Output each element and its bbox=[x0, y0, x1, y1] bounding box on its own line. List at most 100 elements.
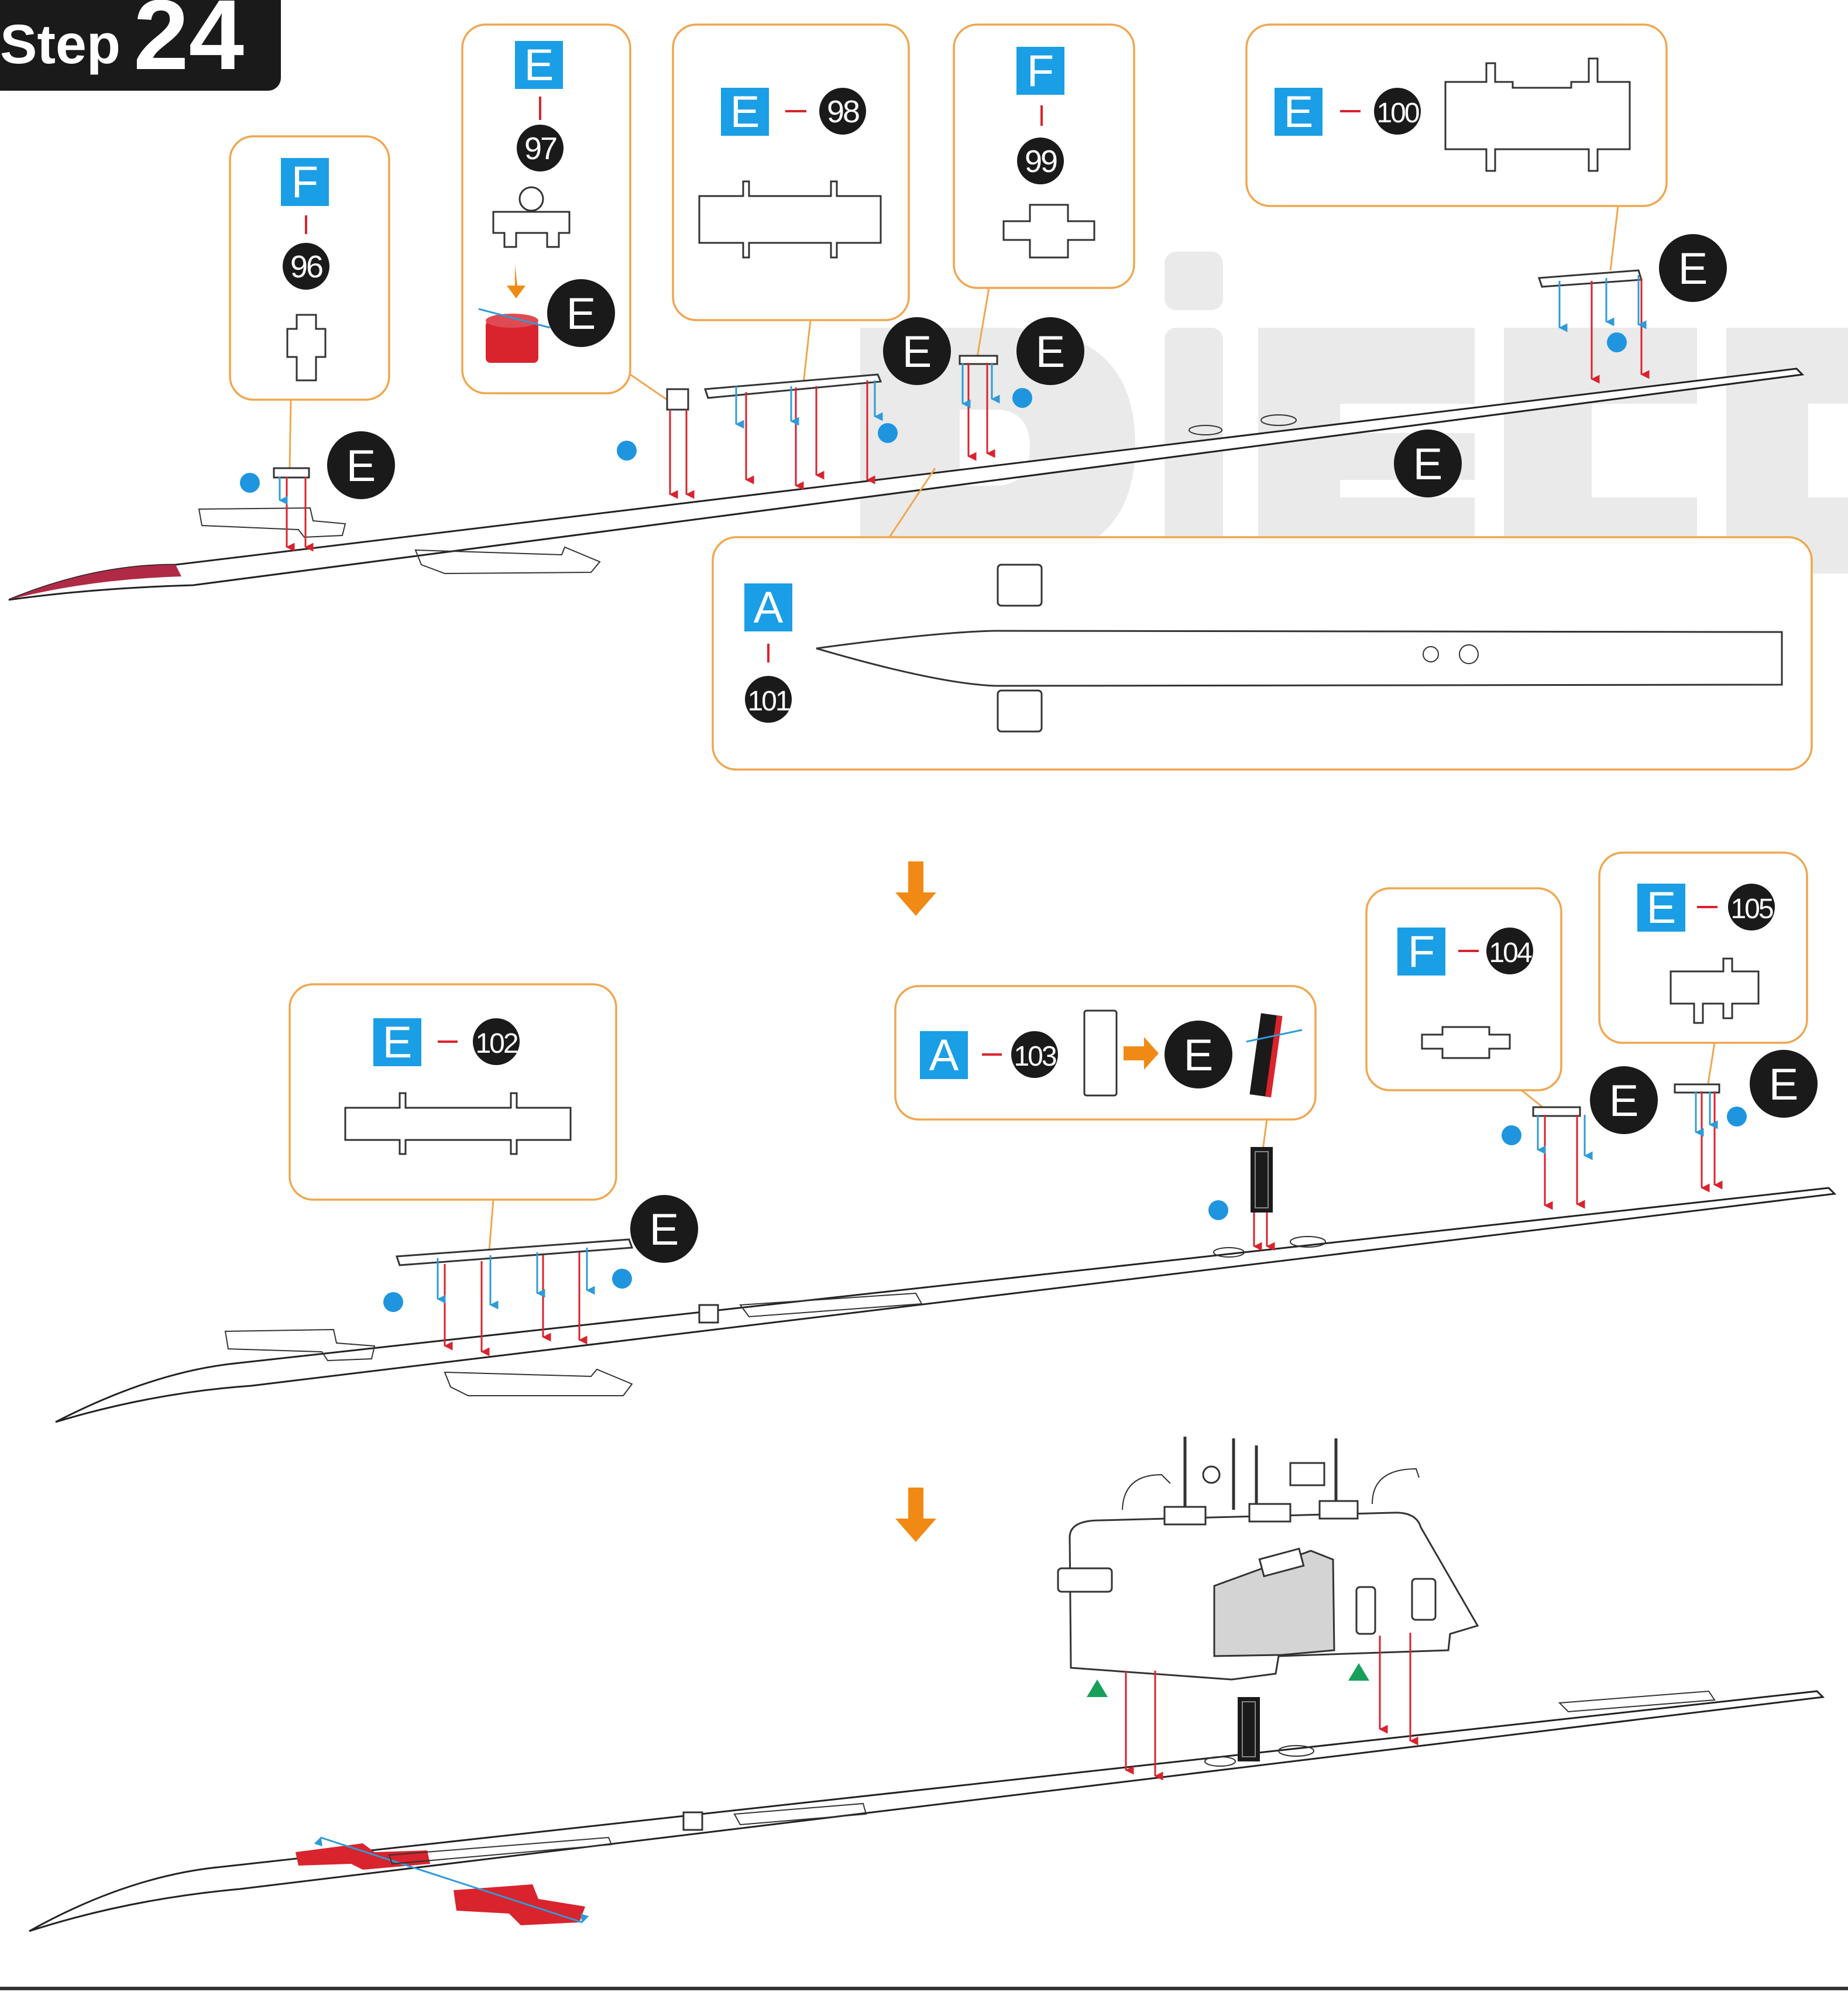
fold-arrow bbox=[1124, 1037, 1159, 1070]
deck-strip-2 bbox=[55, 1187, 1837, 1423]
callout-98-pointer bbox=[802, 320, 812, 384]
part-number-text: 104 bbox=[1489, 937, 1531, 968]
deck-part-103-grill bbox=[1255, 1151, 1269, 1208]
part-hole bbox=[1459, 644, 1479, 664]
callout-100: E 100 bbox=[1245, 23, 1668, 271]
part-number-badge bbox=[517, 125, 564, 171]
deck-post bbox=[682, 1811, 703, 1831]
sheet-e-badge-text: E bbox=[1036, 327, 1066, 377]
deck-outline-b bbox=[414, 546, 601, 575]
radar-dish bbox=[1202, 1465, 1221, 1484]
callout-102: E 102 bbox=[288, 983, 617, 1259]
step-word: Step bbox=[0, 13, 121, 75]
callout-103-pointer bbox=[1262, 1119, 1268, 1150]
rotate-indicator bbox=[478, 308, 551, 329]
callout-99-pointer bbox=[976, 287, 990, 358]
deck-box bbox=[1163, 1506, 1207, 1526]
bridge-recess bbox=[1213, 1550, 1335, 1657]
sheet-e-badge-text: E bbox=[1609, 1076, 1639, 1126]
sheet-e-badges-panel-1: E E E E E E bbox=[327, 234, 1727, 499]
fold-arrow bbox=[507, 265, 525, 298]
deck-outline-b bbox=[444, 1368, 633, 1396]
slide-direction-arrow bbox=[314, 1836, 589, 1924]
next-stage-arrow bbox=[895, 861, 936, 916]
callout-105-pointer bbox=[1706, 1042, 1716, 1088]
part-number-badge bbox=[1728, 884, 1775, 930]
deck-hole-2 bbox=[1260, 414, 1297, 426]
glue-dot bbox=[878, 423, 898, 443]
callout-99: F 99 bbox=[953, 23, 1135, 358]
part-outline bbox=[286, 314, 327, 382]
bridge-window-2 bbox=[1411, 1578, 1437, 1621]
deck-outline-e bbox=[1558, 1690, 1716, 1713]
sheet-e-badge-text: E bbox=[1184, 1031, 1214, 1080]
alignment-triangle bbox=[1348, 1663, 1369, 1681]
superstructure bbox=[1057, 1437, 1479, 1781]
bridge-wing bbox=[1057, 1567, 1113, 1593]
sheet-label-e bbox=[373, 1018, 421, 1066]
sheet-label-text: F bbox=[1408, 927, 1435, 977]
sheet-e-badge bbox=[1165, 1021, 1232, 1088]
sheet-e-badge bbox=[1750, 1050, 1818, 1118]
sheet-e-badge bbox=[883, 317, 951, 385]
deck-outline-a bbox=[224, 1328, 376, 1362]
sheet-e-badge bbox=[327, 431, 395, 499]
deck-outline-c bbox=[733, 1802, 867, 1826]
sheet-e-badge-text: E bbox=[566, 289, 596, 339]
part-number-text: 97 bbox=[524, 131, 557, 166]
deck-part-97 bbox=[666, 388, 689, 411]
part-outline bbox=[1421, 1026, 1511, 1059]
sheet-label-f bbox=[1016, 47, 1064, 95]
deck-part-103-grill bbox=[1242, 1701, 1256, 1757]
sheet-label-a bbox=[744, 583, 792, 631]
part-outline bbox=[698, 180, 882, 259]
callout-101-pointer bbox=[888, 468, 936, 538]
deck-part-99 bbox=[959, 355, 998, 365]
glue-dot bbox=[612, 1269, 632, 1289]
deck-parts-panel-1 bbox=[240, 269, 1650, 552]
sheet-label-e bbox=[721, 88, 769, 136]
sheet-e-badge-text: E bbox=[1769, 1060, 1799, 1110]
deck-highlight-aft bbox=[454, 1884, 585, 1925]
callout-97-pointer bbox=[630, 373, 674, 405]
callout-98: E 98 bbox=[672, 23, 910, 384]
callout-98-box bbox=[672, 23, 910, 321]
sheet-e-badges-panel-2: E E E E bbox=[630, 1021, 1818, 1263]
deck-outline-a bbox=[198, 507, 346, 538]
callout-104: F 104 bbox=[1365, 887, 1562, 1110]
part-hole bbox=[1423, 646, 1439, 662]
sheet-e-badge-text: E bbox=[1413, 439, 1443, 489]
deck-bow-highlight bbox=[9, 565, 181, 600]
deck-outline-c bbox=[739, 1292, 923, 1318]
part-number-badge bbox=[1374, 88, 1421, 135]
deck-post bbox=[698, 1304, 719, 1324]
callout-101: A 101 bbox=[712, 468, 1813, 771]
sheet-e-badge-text: E bbox=[1678, 244, 1708, 294]
deck-outline-d bbox=[388, 1836, 613, 1865]
part-number-text: 96 bbox=[290, 249, 322, 284]
deck-hole-1 bbox=[1213, 1247, 1245, 1258]
glue-dot bbox=[240, 473, 260, 493]
glue-dot bbox=[383, 1292, 403, 1312]
deck-panel-3 bbox=[29, 1690, 1825, 1932]
sheet-e-badge-text: E bbox=[346, 441, 376, 491]
part-outline bbox=[816, 630, 1783, 687]
bridge-gun bbox=[1258, 1547, 1305, 1578]
callout-105: E 105 bbox=[1598, 851, 1808, 1088]
deck-hole-2 bbox=[1278, 1745, 1314, 1757]
bridge-mast-arm bbox=[1122, 1474, 1171, 1510]
part-outline bbox=[1083, 1009, 1118, 1097]
sheet-label-a bbox=[920, 1031, 968, 1079]
sheet-e-badge bbox=[547, 279, 615, 347]
part-number-badge bbox=[1017, 138, 1064, 184]
part-outline bbox=[492, 211, 571, 248]
sheet-label-text: A bbox=[754, 583, 784, 633]
callout-97: E 97 bbox=[461, 23, 674, 405]
deck-hole-1 bbox=[1189, 425, 1222, 435]
sheet-label-text: E bbox=[383, 1018, 413, 1067]
deck-panel-1 bbox=[8, 368, 1805, 601]
sheet-label-text: E bbox=[1647, 883, 1677, 933]
callout-102-box bbox=[288, 983, 617, 1201]
glue-dot bbox=[1208, 1200, 1228, 1220]
